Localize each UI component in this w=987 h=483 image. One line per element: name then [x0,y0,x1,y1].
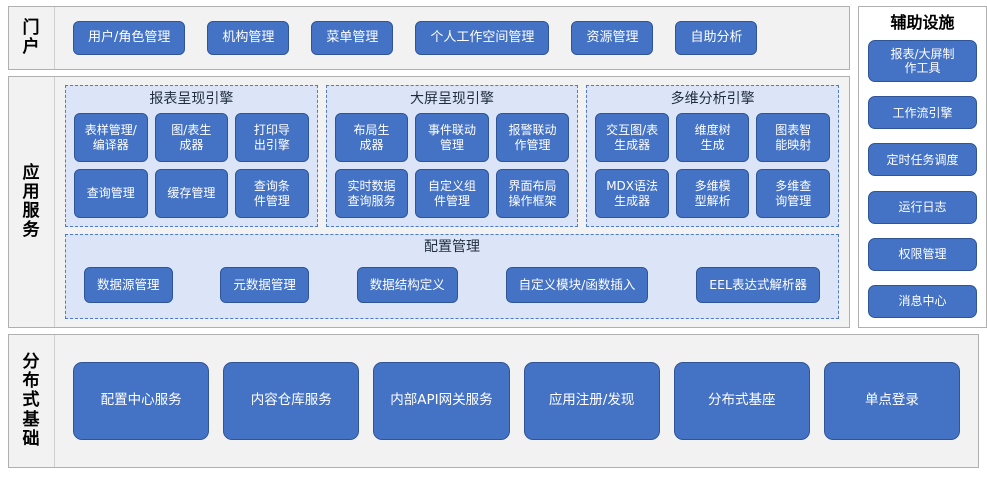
portal-band-label-text: 门户 [22,17,41,57]
app-service-band-label: 应用服务 [9,77,55,327]
aux-item-workflow-engine[interactable]: 工作流引擎 [868,96,977,130]
engine-item-dimension-tree-generator[interactable]: 维度树 生成 [675,113,750,162]
engine-item-custom-component-manager[interactable]: 自定义组 件管理 [415,169,489,218]
portal-item-user-role[interactable]: 用户/角色管理 [73,21,186,55]
config-item-eel-expression-parser[interactable]: EEL表达式解析器 [696,267,820,303]
dist-item-app-registry-discovery[interactable]: 应用注册/发现 [523,362,660,440]
engine-multidim-analysis-grid: 交互图/表 生成器 维度树 生成 图表智 能映射 MDX语法 生成器 多维模 型… [595,113,830,218]
config-item-datasource-manager[interactable]: 数据源管理 [84,267,173,303]
app-service-band-label-text: 应用服务 [22,162,41,241]
aux-item-runtime-log[interactable]: 运行日志 [868,190,977,224]
portal-band-label: 门户 [9,7,55,69]
aux-facilities-panel: 辅助设施 报表/大屏制 作工具 工作流引擎 定时任务调度 运行日志 权限管理 消… [858,6,987,328]
aux-facilities-list: 报表/大屏制 作工具 工作流引擎 定时任务调度 运行日志 权限管理 消息中心 [868,40,977,318]
distributed-items-row: 配置中心服务 内容仓库服务 内部API网关服务 应用注册/发现 分布式基座 单点… [55,335,978,467]
config-management-panel: 配置管理 数据源管理 元数据管理 数据结构定义 自定义模块/函数插入 EEL表达… [65,234,839,319]
portal-item-menu[interactable]: 菜单管理 [311,21,394,55]
engine-multidim-analysis-title: 多维分析引擎 [670,91,755,107]
aux-item-scheduled-task[interactable]: 定时任务调度 [868,143,977,177]
engine-multidim-analysis: 多维分析引擎 交互图/表 生成器 维度树 生成 图表智 能映射 MDX语法 生成… [586,85,840,227]
upper-columns: 门户 用户/角色管理 机构管理 菜单管理 个人工作空间管理 资源管理 自助分析 … [8,6,987,328]
config-item-metadata-manager[interactable]: 元数据管理 [220,267,309,303]
dist-item-internal-api-gateway-service[interactable]: 内部API网关服务 [373,362,510,440]
config-management-title: 配置管理 [424,239,480,255]
engine-item-realtime-data-query[interactable]: 实时数据 查询服务 [334,169,409,218]
portal-item-workspace[interactable]: 个人工作空间管理 [415,21,550,55]
dist-item-content-repository-service[interactable]: 内容仓库服务 [223,362,360,440]
engine-item-ui-layout-framework[interactable]: 界面布局 操作框架 [495,169,570,218]
config-item-data-structure-definition[interactable]: 数据结构定义 [356,267,458,303]
engine-item-chart-table-generator[interactable]: 图/表生 成器 [154,113,229,162]
dist-item-distributed-base[interactable]: 分布式基座 [673,362,810,440]
engine-item-template-manager[interactable]: 表样管理/ 编译器 [74,113,148,162]
engine-item-cache-manager[interactable]: 缓存管理 [154,169,229,218]
left-column: 门户 用户/角色管理 机构管理 菜单管理 个人工作空间管理 资源管理 自助分析 … [8,6,850,328]
app-service-band: 应用服务 报表呈现引擎 表样管理/ 编译器 图/表生 成器 打印导 出引擎 查询… [8,76,850,328]
engine-item-mdx-syntax-generator[interactable]: MDX语法 生成器 [595,169,669,218]
engine-item-multidim-model-parser[interactable]: 多维模 型解析 [675,169,750,218]
portal-items-row: 用户/角色管理 机构管理 菜单管理 个人工作空间管理 资源管理 自助分析 [55,7,849,69]
aux-item-report-bigscreen-tool[interactable]: 报表/大屏制 作工具 [868,40,977,82]
portal-item-resource[interactable]: 资源管理 [571,21,654,55]
engine-bigscreen-rendering-title: 大屏呈现引擎 [410,91,494,107]
engine-report-rendering: 报表呈现引擎 表样管理/ 编译器 图/表生 成器 打印导 出引擎 查询管理 缓存… [65,85,318,227]
distributed-base-band-label-text: 分布式基础 [22,352,41,449]
engine-item-alarm-action-manager[interactable]: 报警联动 作管理 [495,113,570,162]
engine-bigscreen-rendering: 大屏呈现引擎 布局生 成器 事件联动 管理 报警联动 作管理 实时数据 查询服务… [325,85,579,227]
distributed-base-band-label: 分布式基础 [9,335,55,467]
aux-item-message-center[interactable]: 消息中心 [868,284,977,318]
dist-item-config-center-service[interactable]: 配置中心服务 [73,362,210,440]
engine-bigscreen-rendering-grid: 布局生 成器 事件联动 管理 报警联动 作管理 实时数据 查询服务 自定义组 件… [334,113,570,218]
dist-item-single-sign-on[interactable]: 单点登录 [823,362,961,440]
aux-item-permission-manager[interactable]: 权限管理 [868,237,977,271]
app-service-content: 报表呈现引擎 表样管理/ 编译器 图/表生 成器 打印导 出引擎 查询管理 缓存… [55,77,849,327]
engine-item-query-condition-manager[interactable]: 查询条 件管理 [235,169,309,218]
portal-item-org[interactable]: 机构管理 [207,21,290,55]
engines-row: 报表呈现引擎 表样管理/ 编译器 图/表生 成器 打印导 出引擎 查询管理 缓存… [65,85,840,227]
portal-band: 门户 用户/角色管理 机构管理 菜单管理 个人工作空间管理 资源管理 自助分析 [8,6,850,70]
engine-item-layout-generator[interactable]: 布局生 成器 [334,113,409,162]
engine-item-print-export-engine[interactable]: 打印导 出引擎 [235,113,309,162]
engine-report-rendering-grid: 表样管理/ 编译器 图/表生 成器 打印导 出引擎 查询管理 缓存管理 查询条 … [74,113,309,218]
engine-item-event-linkage-manager[interactable]: 事件联动 管理 [415,113,489,162]
engine-report-rendering-title: 报表呈现引擎 [149,91,234,107]
distributed-base-band: 分布式基础 配置中心服务 内容仓库服务 内部API网关服务 应用注册/发现 分布… [8,334,979,468]
engine-item-multidim-query-manager[interactable]: 多维查 询管理 [756,169,830,218]
config-item-custom-module-function[interactable]: 自定义模块/函数插入 [505,267,649,303]
engine-item-query-manager[interactable]: 查询管理 [74,169,148,218]
portal-item-self-service-analysis[interactable]: 自助分析 [675,21,758,55]
engine-item-chart-smart-mapping[interactable]: 图表智 能映射 [756,113,830,162]
config-management-items-row: 数据源管理 元数据管理 数据结构定义 自定义模块/函数插入 EEL表达式解析器 [76,261,828,309]
engine-item-interactive-chart-generator[interactable]: 交互图/表 生成器 [595,113,669,162]
aux-facilities-title: 辅助设施 [890,13,955,32]
